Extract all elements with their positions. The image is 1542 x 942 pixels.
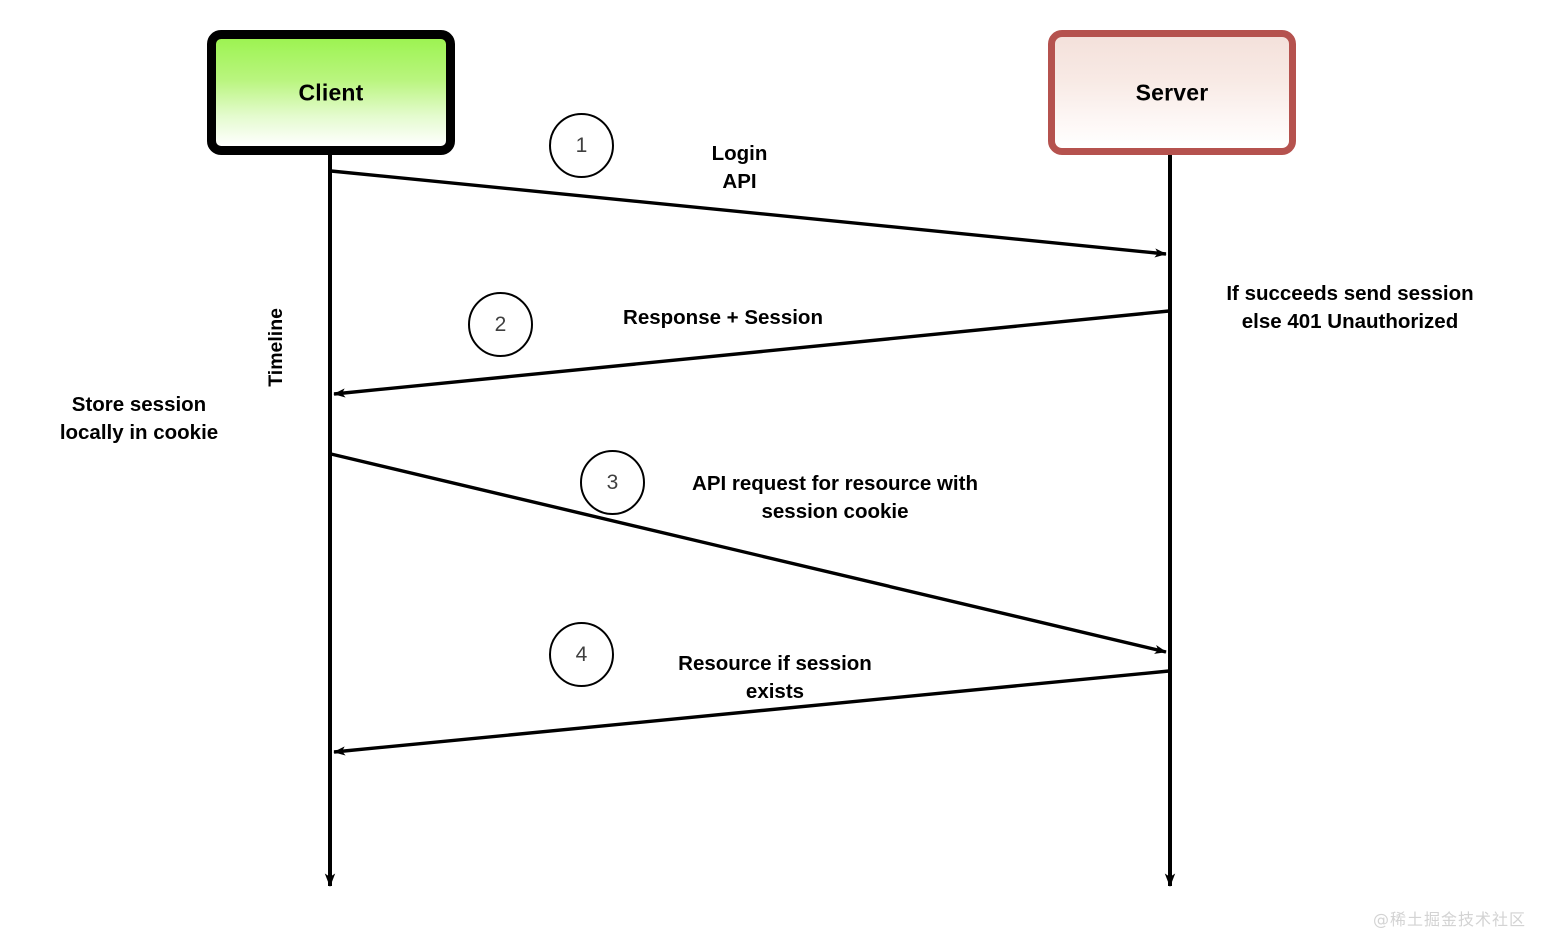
message-arrow-3 <box>330 452 1167 654</box>
message-label-4: Resource if session exists <box>678 652 872 703</box>
watermark: @稀土掘金技术社区 <box>1372 910 1526 929</box>
step-badge-3[interactable]: 3 <box>580 450 645 515</box>
message-label-2: Response + Session <box>623 306 823 329</box>
message-arrow-1 <box>330 169 1167 258</box>
step-badge-3-number: 3 <box>606 470 619 494</box>
message-arrow-2 <box>333 309 1170 398</box>
note-client-store-session: Store session locally in cookie <box>59 393 219 444</box>
step-badge-1[interactable]: 1 <box>549 113 614 178</box>
step-badge-2-number: 2 <box>494 312 507 336</box>
step-badge-4[interactable]: 4 <box>549 622 614 687</box>
step-badge-2[interactable]: 2 <box>468 292 533 357</box>
note-server-response: If succeeds send session else 401 Unauth… <box>1226 282 1474 333</box>
timeline-axis-label: Timeline <box>265 308 287 387</box>
step-badge-4-number: 4 <box>575 642 588 666</box>
step-badge-1-number: 1 <box>575 133 588 157</box>
participant-server-label: Server <box>1135 79 1209 105</box>
participant-client[interactable]: Client <box>207 30 455 155</box>
participant-server[interactable]: Server <box>1048 30 1296 155</box>
message-label-1: Login API <box>711 142 768 193</box>
participant-client-label: Client <box>298 79 364 105</box>
message-arrow-4 <box>333 669 1170 756</box>
message-label-3: API request for resource with session co… <box>692 472 978 523</box>
